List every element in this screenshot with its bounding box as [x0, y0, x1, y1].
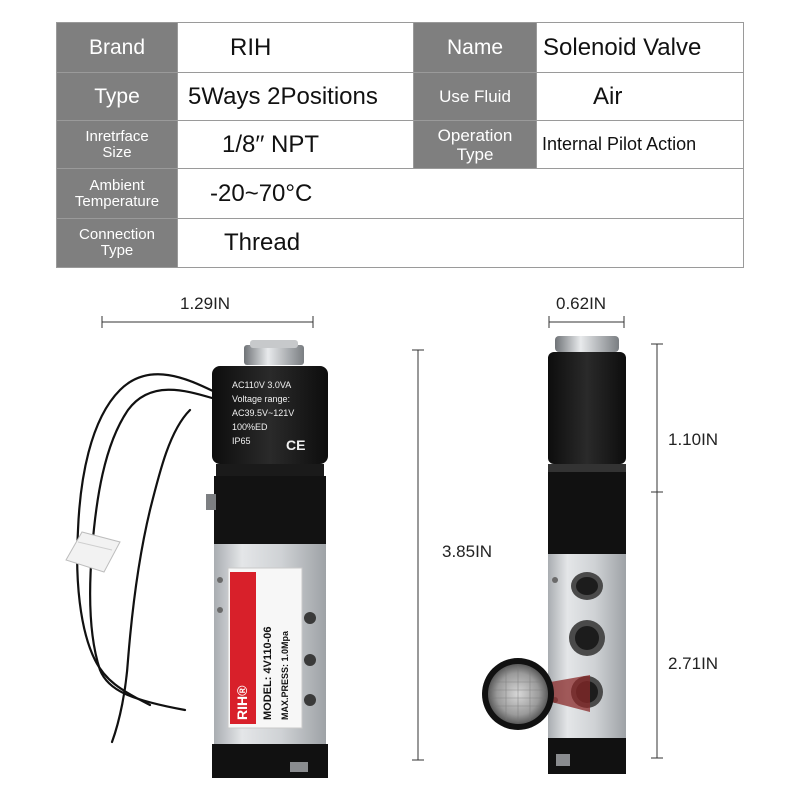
valve-pressure: MAX.PRESS: 1.0Mpa: [280, 630, 290, 720]
top-nut: [244, 345, 304, 365]
dimension-line-height-coil: [651, 343, 663, 493]
product-drawing: AC110V 3.0VA Voltage range: AC39.5V~121V…: [0, 280, 800, 800]
label-use-fluid: Use Fluid: [414, 73, 537, 121]
wire-clip: [65, 531, 121, 573]
value-brand: RIH: [178, 23, 414, 73]
ce-mark: CE: [286, 437, 306, 453]
valve-model: MODEL: 4V110-06: [262, 626, 274, 720]
dimension-line-width-front: [101, 316, 314, 328]
dimension-line-width-side: [548, 316, 625, 328]
dim-height-total: 3.85IN: [442, 542, 493, 561]
valve-brand: RIH®: [234, 685, 250, 720]
side-pilot-block: [548, 472, 626, 554]
dim-width-side: 0.62IN: [556, 294, 607, 313]
dim-height-body: 2.71IN: [668, 654, 719, 673]
value-connection-type: Thread: [178, 219, 743, 267]
label-name: Name: [414, 23, 537, 73]
dimension-line-height-body: [651, 492, 663, 759]
side-coil: [548, 352, 626, 464]
dimension-line-height-total: [412, 349, 424, 761]
value-ambient-temperature: -20~70°C: [178, 169, 743, 219]
pilot-block: [214, 476, 326, 544]
label-operation-type: Operation Type: [414, 121, 537, 169]
side-top-nut: [555, 336, 619, 352]
spec-table: Brand RIH Name Solenoid Valve Type 5Ways…: [56, 22, 744, 268]
end-cap: [212, 744, 328, 778]
solenoid-coil: [212, 366, 328, 464]
label-type: Type: [57, 73, 178, 121]
value-use-fluid: Air: [537, 73, 743, 121]
value-type: 5Ways 2Positions: [178, 73, 414, 121]
label-brand: Brand: [57, 23, 178, 73]
label-connection-type: Connection Type: [57, 219, 178, 267]
label-red-stripe: [230, 572, 256, 724]
dim-width-front: 1.29IN: [180, 294, 231, 313]
value-operation-type: Internal Pilot Action: [537, 121, 743, 169]
manual-override: [206, 494, 216, 510]
muffler-magnifier: [482, 658, 590, 730]
label-ambient-temperature: Ambient Temperature: [57, 169, 178, 219]
value-name: Solenoid Valve: [537, 23, 743, 73]
valve-illustration: [65, 316, 663, 778]
label-interface-size: Inretrface Size: [57, 121, 178, 169]
value-interface-size: 1/8′′ NPT: [178, 121, 414, 169]
dim-height-coil: 1.10IN: [668, 430, 719, 449]
coil-markings: AC110V 3.0VA Voltage range: AC39.5V~121V…: [232, 380, 295, 446]
